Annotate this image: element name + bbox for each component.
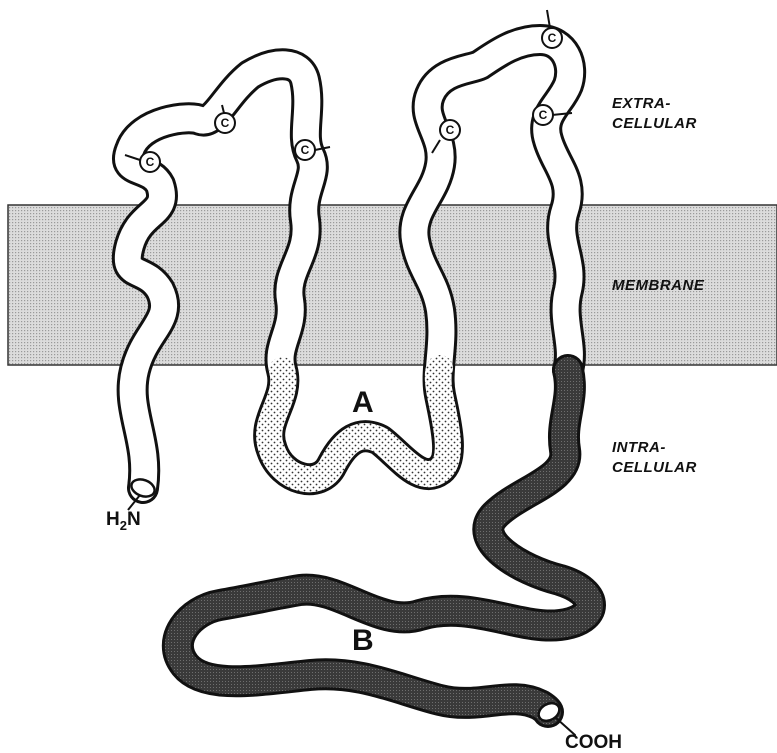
svg-text:C: C [221, 116, 230, 130]
svg-text:C: C [548, 31, 557, 45]
svg-text:C: C [146, 155, 155, 169]
extracellular-label-line1: EXTRA- [612, 95, 671, 112]
svg-text:C: C [301, 143, 310, 157]
intracellular-label-line2: CELLULAR [612, 459, 697, 476]
intracellular-label-line1: INTRA- [612, 439, 666, 456]
tail-b-fill [178, 370, 590, 712]
domain-a-label: A [352, 386, 374, 419]
membrane-label: MEMBRANE [612, 277, 705, 294]
extracellular-label-line2: CELLULAR [612, 115, 697, 132]
svg-text:C: C [539, 108, 548, 122]
svg-text:C: C [446, 123, 455, 137]
c-terminus-label: COOH [565, 732, 622, 753]
domain-b-label: B [352, 624, 374, 657]
tail-b-outline [178, 370, 590, 712]
n-terminus-label: H2N [106, 509, 141, 533]
